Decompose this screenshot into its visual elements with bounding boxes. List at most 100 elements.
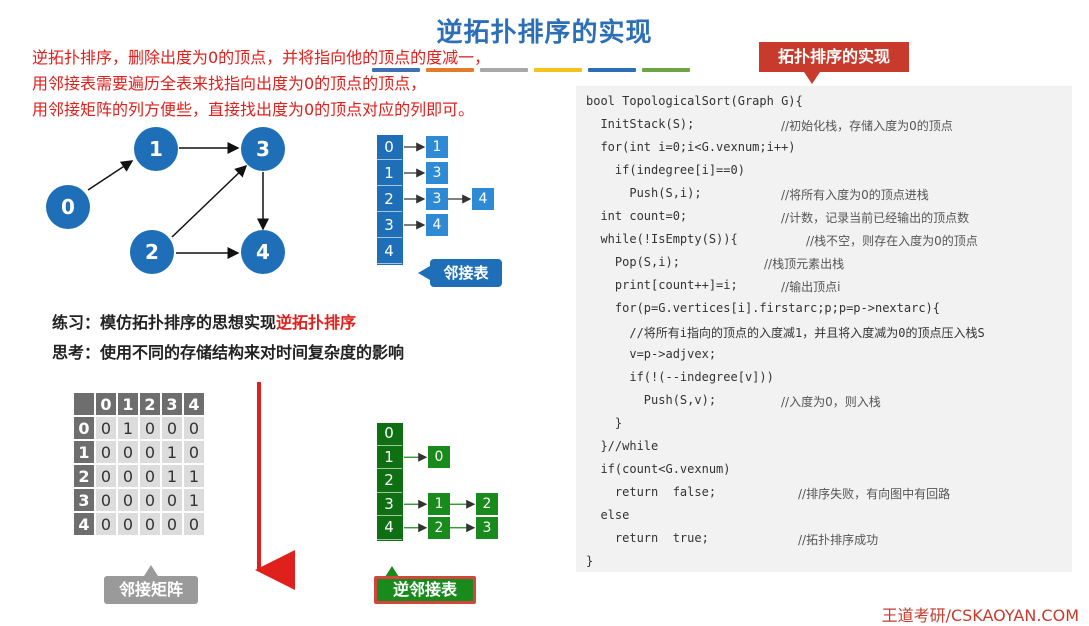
matrix-cell: 0 — [162, 513, 182, 535]
inverse-list-vertex: 4 — [376, 516, 402, 540]
matrix-row-header: 1 — [74, 441, 94, 463]
code-comment: //排序失败，有向图中有回路 — [798, 487, 951, 501]
code-line: if(indegree[i]==0) — [586, 163, 745, 177]
matrix-row-header: 3 — [74, 489, 94, 511]
inverse-list-vertex: 2 — [376, 469, 402, 493]
graph-node-1: 1 — [134, 127, 178, 171]
graph-node-3: 3 — [241, 127, 285, 171]
code-text: InitStack(S); — [586, 117, 695, 131]
code-comment: //初始化栈，存储入度为0的顶点 — [781, 119, 953, 133]
matrix-col-header: 4 — [184, 393, 204, 415]
matrix-cell: 0 — [96, 417, 116, 439]
adjacency-list-vertex-column — [376, 134, 404, 266]
matrix-cell: 0 — [96, 513, 116, 535]
matrix-col-header: 3 — [162, 393, 182, 415]
inverse-list-label-pointer — [385, 566, 399, 577]
code-comment: //栈顶元素出栈 — [764, 257, 845, 271]
code-line: for(p=G.vertices[i].firstarc;p;p=p->next… — [586, 301, 940, 315]
code-text: if(!(--indegree[v])) — [586, 370, 774, 384]
code-text: for(int i=0;i<G.vexnum;i++) — [586, 140, 796, 154]
matrix-cell: 0 — [96, 441, 116, 463]
code-line: bool TopologicalSort(Graph G){ — [586, 94, 803, 108]
code-line: for(int i=0;i<G.vexnum;i++) — [586, 140, 796, 154]
adjacency-list-edge-node: 1 — [426, 136, 448, 158]
color-bar — [642, 68, 690, 72]
implementation-label: 拓扑排序的实现 — [759, 42, 909, 72]
code-text: return true; — [586, 531, 709, 545]
matrix-cell: 1 — [184, 489, 204, 511]
adjacency-list-edge-node: 3 — [426, 162, 448, 184]
matrix-cell: 0 — [140, 513, 160, 535]
code-comment: //计数，记录当前已经输出的顶点数 — [781, 211, 970, 225]
matrix-header-row: 0 1 2 3 4 — [74, 393, 204, 415]
matrix-cell: 0 — [118, 441, 138, 463]
adjacency-list-edge-node: 3 — [426, 188, 448, 210]
matrix-cell: 0 — [140, 417, 160, 439]
implementation-label-pointer — [804, 72, 820, 84]
inverse-list-vertex: 3 — [376, 493, 402, 516]
inverse-list-edge-node: 3 — [476, 516, 498, 539]
matrix-cell: 0 — [162, 417, 182, 439]
matrix-label-pointer — [144, 565, 158, 576]
matrix-cell: 1 — [184, 465, 204, 487]
code-text: print[count++]=i; — [586, 278, 738, 292]
inverse-list-vertex-column — [376, 422, 404, 542]
code-line: //将所有i指向的顶点的入度减1，并且将入度减为0的顶点压入栈S — [586, 324, 985, 341]
code-text: bool TopologicalSort(Graph G){ — [586, 94, 803, 108]
matrix-row-header: 4 — [74, 513, 94, 535]
code-comment: //将所有入度为0的顶点进栈 — [781, 188, 929, 202]
think-text: 思考：使用不同的存储结构来对时间复杂度的影响 — [52, 343, 405, 362]
inverse-list-label: 逆邻接表 — [374, 576, 476, 604]
code-text: if(indegree[i]==0) — [586, 163, 745, 177]
matrix-cell: 0 — [140, 441, 160, 463]
inverse-list-vertex: 0 — [376, 422, 402, 446]
adjacency-list-label: 邻接表 — [430, 259, 502, 287]
color-bar — [426, 68, 474, 72]
adjacency-list-vertex: 0 — [376, 134, 402, 160]
code-comment: //拓扑排序成功 — [798, 533, 879, 547]
matrix-cell: 0 — [184, 417, 204, 439]
matrix-col-header: 1 — [118, 393, 138, 415]
matrix-corner — [74, 393, 94, 415]
code-comment: //输出顶点i — [781, 280, 841, 294]
adjacency-list-edge-node: 4 — [472, 188, 494, 210]
inverse-list-vertex: 1 — [376, 446, 402, 469]
adjacency-list-vertex: 3 — [376, 212, 402, 238]
intro-line-2: 用邻接表需要遍历全表来找指向出度为0的顶点的顶点， — [32, 74, 427, 93]
code-line: } — [586, 554, 593, 568]
matrix-cell: 0 — [140, 489, 160, 511]
code-text: Pop(S,i); — [586, 255, 680, 269]
code-line: } — [586, 416, 622, 430]
code-line: InitStack(S); //初始化栈，存储入度为0的顶点 — [586, 117, 952, 133]
code-text: if(count<G.vexnum) — [586, 462, 731, 476]
matrix-cell: 0 — [184, 513, 204, 535]
code-line: if(!(--indegree[v])) — [586, 370, 774, 384]
code-panel: bool TopologicalSort(Graph G){ InitStack… — [576, 86, 1072, 572]
inverse-list-edge-node: 2 — [476, 493, 498, 516]
code-text: } — [586, 554, 594, 568]
color-bar — [372, 68, 420, 72]
intro-line-1: 逆拓扑排序，删除出度为0的顶点，并将指向他的顶点的度减一， — [32, 48, 491, 67]
code-comment: //栈不空，则存在入度为0的顶点 — [806, 234, 978, 248]
code-line: if(count<G.vexnum) — [586, 462, 731, 476]
practice-text: 练习：模仿拓扑排序的思想实现逆拓扑排序 — [52, 309, 356, 333]
code-line: Pop(S,i); //栈顶元素出栈 — [586, 255, 844, 271]
code-text: //将所有i指向的顶点的入度减1，并且将入度减为0的顶点压入栈S — [586, 326, 985, 340]
color-bar — [588, 68, 636, 72]
practice-highlight: 逆拓扑排序 — [276, 313, 357, 332]
graph-node-4: 4 — [241, 230, 285, 274]
code-text: while(!IsEmpty(S)){ — [586, 232, 738, 246]
matrix-cell: 0 — [118, 489, 138, 511]
matrix-cell: 0 — [184, 441, 204, 463]
code-line: Push(S,v);//入度为0，则入栈 — [586, 393, 881, 409]
code-text: else — [586, 508, 630, 522]
graph-node-0: 0 — [46, 185, 90, 229]
matrix-cell: 0 — [118, 513, 138, 535]
code-text: v=p->adjvex; — [586, 347, 717, 361]
adjacency-list-label-pointer — [418, 266, 430, 280]
color-bar — [480, 68, 528, 72]
code-text: for(p=G.vertices[i].firstarc;p;p=p->next… — [586, 301, 941, 315]
